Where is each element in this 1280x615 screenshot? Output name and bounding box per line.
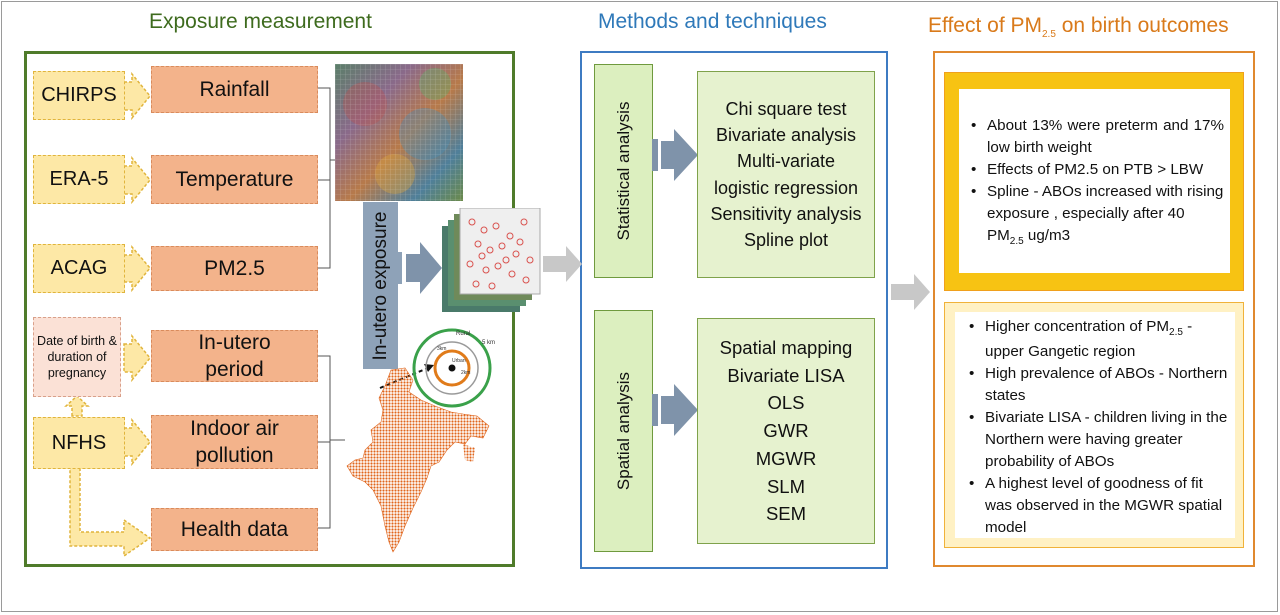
- stat-item: Multi-variate: [736, 151, 836, 172]
- source-nfhs: NFHS: [33, 417, 125, 469]
- inutero-arrow: [396, 242, 442, 294]
- buffer-rural: Rural: [456, 331, 470, 337]
- effect-top-bullet: Spline - ABOs increased with rising expo…: [971, 181, 1224, 250]
- buffer-rings: Rural 5 km 3km Urban 2km: [412, 328, 495, 408]
- source-era5: ERA-5: [33, 155, 125, 204]
- effect-top-content: About 13% were preterm and 17% low birth…: [959, 89, 1230, 273]
- stat-item: Spline plot: [743, 229, 829, 250]
- statistical-methods-list: Chi square test Bivariate analysis Multi…: [697, 71, 875, 278]
- methods-panel: [580, 51, 888, 569]
- buffer-2km: 2km: [461, 370, 470, 376]
- spatial-item: Spatial mapping: [719, 336, 853, 358]
- stat-item: logistic regression: [713, 177, 859, 198]
- var-pm25: PM2.5: [151, 246, 318, 291]
- effect-top-bullet: Effects of PM2.5 on PTB > LBW: [971, 159, 1224, 181]
- var-temperature: Temperature: [151, 155, 318, 204]
- spatial-item: OLS: [767, 392, 805, 414]
- spatial-item: Bivariate LISA: [727, 364, 845, 386]
- spatial-item: MGWR: [755, 447, 817, 469]
- source-chirps: CHIRPS: [33, 71, 125, 120]
- buffer-urban: Urban: [452, 358, 466, 364]
- inutero-exposure-bar: In-utero exposure: [363, 202, 398, 369]
- title-exposure: Exposure measurement: [149, 10, 372, 33]
- raster-grid-map: [335, 64, 463, 201]
- effect-bottom-bullet: High prevalence of ABOs - Northern state…: [969, 363, 1229, 407]
- statistical-arrow: [652, 129, 698, 181]
- stat-item: Chi square test: [725, 99, 847, 120]
- effect-bottom-content: Higher concentration of PM2.5 - upper Ga…: [955, 312, 1235, 538]
- spatial-label: Spatial analysis: [594, 310, 653, 552]
- stacked-layers-points: [442, 208, 541, 312]
- spatial-item: SLM: [766, 475, 806, 497]
- spatial-item: SEM: [765, 503, 807, 525]
- title-effect: Effect of PM2.5 on birth outcomes: [928, 14, 1229, 41]
- var-indoor-air: Indoor air pollution: [151, 415, 318, 469]
- title-methods: Methods and techniques: [598, 10, 827, 33]
- stat-item: Sensitivity analysis: [710, 203, 862, 224]
- buffer-5km: 5 km: [482, 340, 495, 346]
- statistical-label: Statistical analysis: [594, 64, 653, 278]
- spatial-arrow: [652, 384, 698, 436]
- var-inutero-period: In-utero period: [151, 330, 318, 382]
- spatial-item: GWR: [763, 420, 809, 442]
- effect-panel: [933, 51, 1255, 567]
- effect-bottom-bullet: A highest level of goodness of fit was o…: [969, 473, 1229, 539]
- effect-bottom-bullet: Bivariate LISA - children living in the …: [969, 407, 1229, 473]
- spatial-methods-list: Spatial mapping Bivariate LISA OLS GWR M…: [697, 318, 875, 544]
- buffer-3km: 3km: [437, 346, 446, 352]
- effect-bottom-bullet: Higher concentration of PM2.5 - upper Ga…: [969, 316, 1229, 363]
- var-health-data: Health data: [151, 508, 318, 551]
- source-acag: ACAG: [33, 244, 125, 293]
- stat-item: Bivariate analysis: [715, 125, 857, 146]
- effect-top-bullet: About 13% were preterm and 17% low birth…: [971, 115, 1224, 159]
- india-map: [346, 367, 490, 553]
- var-rainfall: Rainfall: [151, 66, 318, 113]
- source-dob: Date of birth & duration of pregnancy: [33, 317, 121, 397]
